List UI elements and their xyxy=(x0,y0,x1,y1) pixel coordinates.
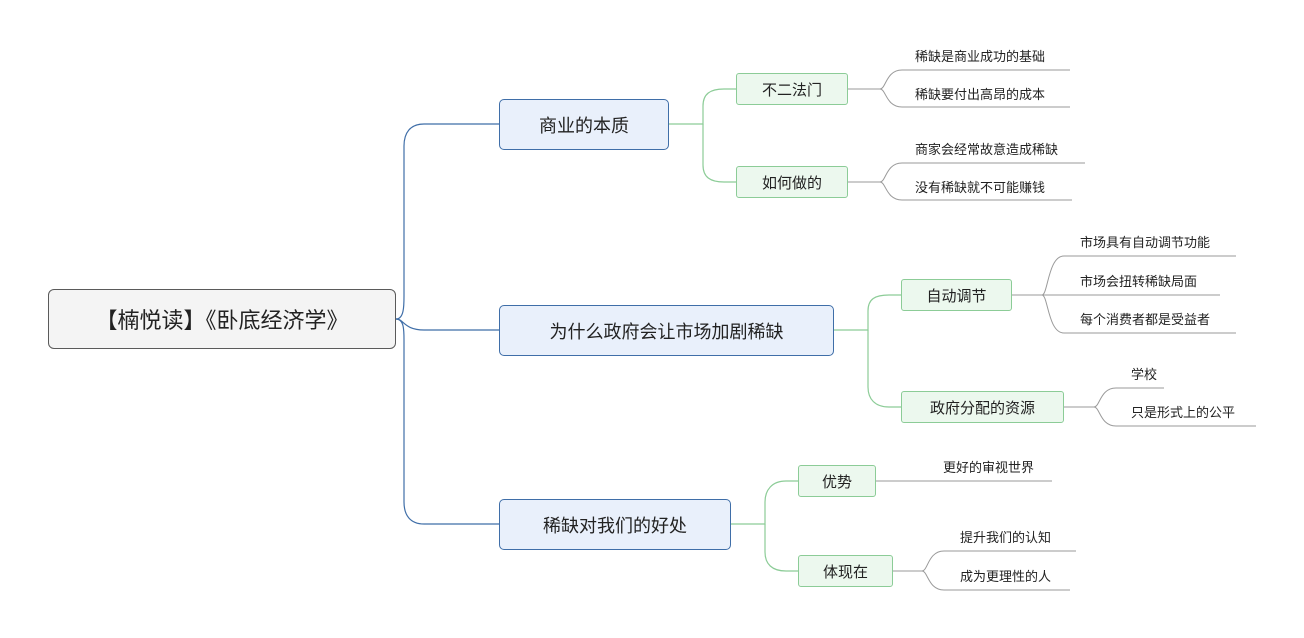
leaf-merchants-create-scarcity[interactable]: 商家会经常故意造成稀缺 xyxy=(915,143,1059,158)
leaf-consumers-benefit[interactable]: 每个消费者都是受益者 xyxy=(1080,313,1211,328)
link-root-branch-1 xyxy=(395,318,499,331)
leaf-scarcity-foundation[interactable]: 稀缺是商业成功的基础 xyxy=(915,50,1046,65)
leaf-school[interactable]: 学校 xyxy=(1131,368,1158,383)
leaf-line-b0c0-1 xyxy=(879,88,1070,108)
link-root-branch-0 xyxy=(395,123,499,320)
leaf-line-b0c1-0 xyxy=(848,162,1085,183)
leaf-formal-fairness[interactable]: 只是形式上的公平 xyxy=(1131,406,1236,421)
subtopic-auto-adjust[interactable]: 自动调节 xyxy=(901,279,1012,311)
leaf-improve-cognition[interactable]: 提升我们的认知 xyxy=(960,531,1052,546)
link-b1-c0 xyxy=(834,294,901,331)
leaf-line-b1c0-2 xyxy=(1041,294,1236,334)
subtopic-manifested-in[interactable]: 体现在 xyxy=(798,555,893,587)
subtopic-gov-resources[interactable]: 政府分配的资源 xyxy=(901,391,1064,423)
topic-scarcity-benefits[interactable]: 稀缺对我们的好处 xyxy=(499,499,731,550)
link-b0-c0 xyxy=(669,88,736,125)
leaf-market-self-adjust[interactable]: 市场具有自动调节功能 xyxy=(1080,236,1211,251)
subtopic-how-done[interactable]: 如何做的 xyxy=(736,166,848,198)
topic-business-essence[interactable]: 商业的本质 xyxy=(499,99,669,150)
leaf-line-b0c1-1 xyxy=(879,181,1072,201)
subtopic-only-way[interactable]: 不二法门 xyxy=(736,73,848,105)
leaf-line-b2c1-1 xyxy=(921,570,1070,591)
link-b2-c1 xyxy=(764,524,798,572)
link-b1-c1 xyxy=(867,330,901,408)
link-root-branch-2 xyxy=(395,318,499,525)
leaf-line-b2c1-0 xyxy=(893,550,1076,572)
leaf-no-scarcity-no-profit[interactable]: 没有稀缺就不可能赚钱 xyxy=(915,181,1046,196)
leaf-line-b1c1-0 xyxy=(1064,387,1164,408)
link-b2-c0 xyxy=(731,480,798,525)
root-topic[interactable]: 【楠悦读】《卧底经济学》 xyxy=(48,289,396,349)
leaf-scarcity-cost[interactable]: 稀缺要付出高昂的成本 xyxy=(915,88,1046,103)
subtopic-advantage[interactable]: 优势 xyxy=(798,465,876,497)
topic-government-scarcity[interactable]: 为什么政府会让市场加剧稀缺 xyxy=(499,305,834,356)
leaf-see-world-better[interactable]: 更好的审视世界 xyxy=(943,461,1035,476)
leaf-line-b1c1-1 xyxy=(1093,406,1256,427)
leaf-more-rational[interactable]: 成为更理性的人 xyxy=(960,570,1052,585)
link-b0-c1 xyxy=(702,124,736,183)
leaf-market-reverses[interactable]: 市场会扭转稀缺局面 xyxy=(1080,275,1198,290)
leaf-line-b0c0-0 xyxy=(848,69,1070,90)
